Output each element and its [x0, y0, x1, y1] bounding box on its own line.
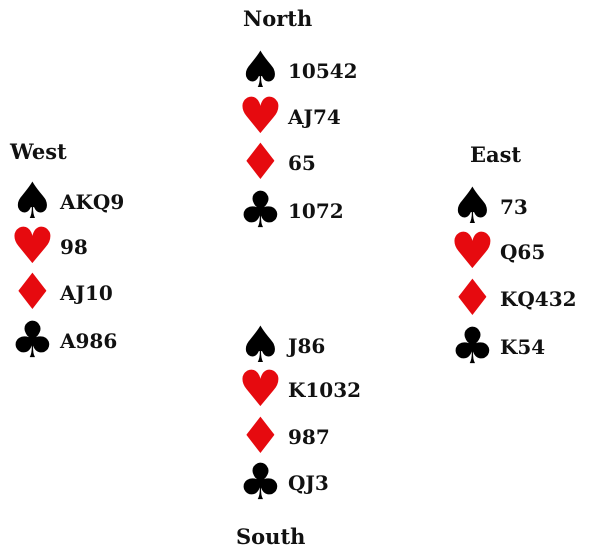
club-icon: ♣: [238, 453, 283, 511]
west-clubs-row: ♣A986: [10, 311, 170, 369]
diamond-icon: ♦: [10, 263, 55, 321]
east-hearts: Q65: [500, 240, 546, 264]
east-clubs-row: ♣K54: [450, 317, 600, 375]
north-diamonds-row: ♦65: [238, 133, 398, 191]
west-clubs: A986: [60, 329, 118, 353]
west-diamonds: AJ10: [60, 281, 113, 305]
diamond-icon: ♦: [450, 269, 495, 327]
north-hearts-row: ♥AJ74: [238, 87, 398, 145]
south-hearts: K1032: [288, 378, 362, 402]
club-icon: ♣: [10, 311, 55, 369]
east-diamonds-row: ♦KQ432: [450, 269, 600, 327]
north-label: North: [243, 6, 313, 31]
north-spades: 10542: [288, 59, 358, 83]
east-spades-row: ♠73: [450, 177, 600, 235]
club-icon: ♣: [450, 317, 495, 375]
south-hearts-row: ♥K1032: [238, 360, 398, 418]
west-hearts-row: ♥98: [10, 217, 170, 275]
south-clubs: QJ3: [288, 471, 329, 495]
east-label: East: [470, 142, 522, 167]
north-diamonds: 65: [288, 151, 316, 175]
west-label: West: [10, 139, 67, 164]
club-icon: ♣: [238, 181, 283, 239]
south-clubs-row: ♣QJ3: [238, 453, 398, 511]
heart-icon: ♥: [10, 217, 55, 275]
south-label: South: [236, 524, 306, 549]
west-diamonds-row: ♦AJ10: [10, 263, 170, 321]
north-clubs: 1072: [288, 199, 344, 223]
west-hearts: 98: [60, 235, 88, 259]
east-diamonds: KQ432: [500, 287, 577, 311]
east-spades: 73: [500, 195, 528, 219]
north-clubs-row: ♣1072: [238, 181, 398, 239]
diamond-icon: ♦: [238, 133, 283, 191]
north-spades-row: ♠10542: [238, 41, 398, 99]
spade-icon: ♠: [10, 172, 55, 230]
spade-icon: ♠: [238, 41, 283, 99]
south-diamonds-row: ♦987: [238, 407, 398, 465]
east-clubs: K54: [500, 335, 546, 359]
heart-icon: ♥: [450, 222, 495, 280]
heart-icon: ♥: [238, 360, 283, 418]
south-spades: J86: [288, 334, 326, 358]
spade-icon: ♠: [450, 177, 495, 235]
diamond-icon: ♦: [238, 407, 283, 465]
west-spades: AKQ9: [60, 190, 125, 214]
north-hearts: AJ74: [288, 105, 341, 129]
south-diamonds: 987: [288, 425, 330, 449]
west-spades-row: ♠AKQ9: [10, 172, 170, 230]
south-spades-row: ♠J86: [238, 316, 398, 374]
spade-icon: ♠: [238, 316, 283, 374]
east-hearts-row: ♥Q65: [450, 222, 600, 280]
heart-icon: ♥: [238, 87, 283, 145]
